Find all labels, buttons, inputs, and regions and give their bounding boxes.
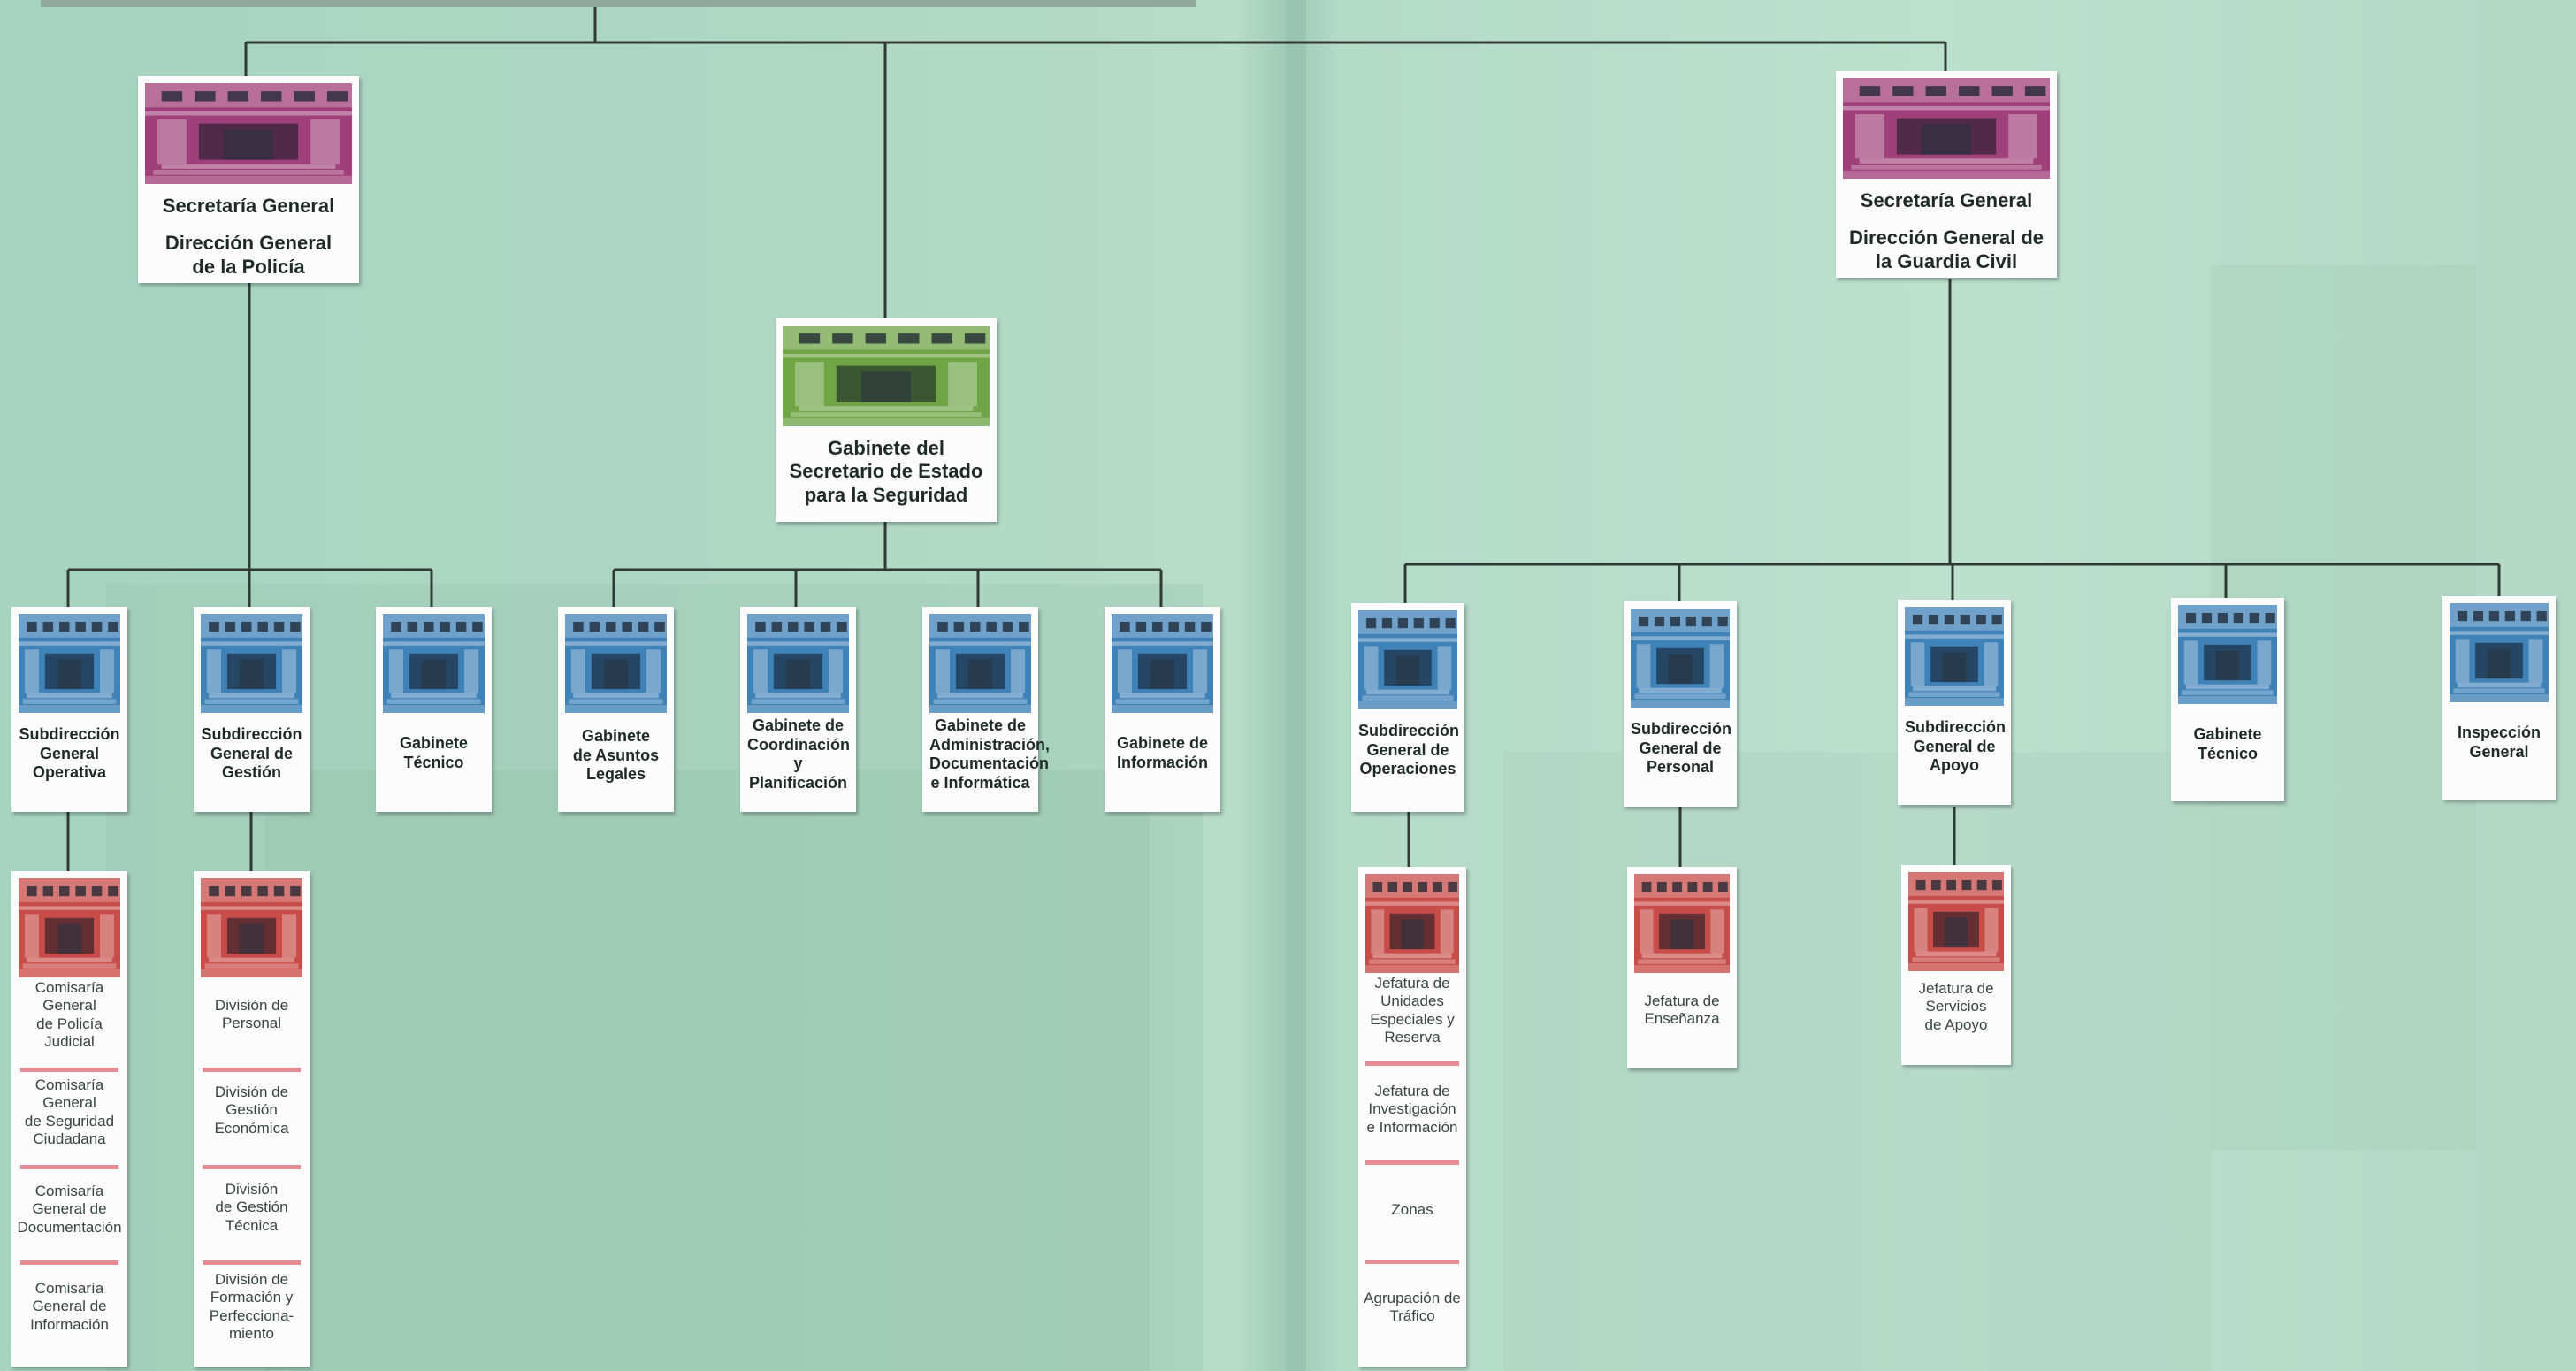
- top-header-bar: [41, 0, 1196, 7]
- building-photo-icon: [1631, 609, 1730, 708]
- building-photo-icon: [783, 326, 990, 426]
- separator: [203, 1068, 301, 1072]
- building-photo-icon: [19, 878, 120, 977]
- zonas: Zonas: [1391, 1201, 1433, 1218]
- building-photo-icon: [201, 878, 302, 977]
- building-photo-icon: [1112, 614, 1213, 713]
- building-photo-icon: [2450, 603, 2549, 702]
- separator: [20, 1068, 118, 1072]
- building-photo-icon: [929, 614, 1031, 713]
- building-photo-icon: [383, 614, 485, 713]
- building-photo-icon: [1908, 872, 2004, 971]
- building-photo-icon: [747, 614, 849, 713]
- separator: [1365, 1061, 1459, 1066]
- separator: [1365, 1260, 1459, 1264]
- building-photo-icon: [1365, 874, 1459, 973]
- building-photo-icon: [1843, 78, 2050, 179]
- building-photo-icon: [565, 614, 667, 713]
- separator: [203, 1165, 301, 1169]
- separator: [20, 1260, 118, 1265]
- building-photo-icon: [1905, 607, 2004, 706]
- building-photo-icon: [19, 614, 120, 713]
- separator: [20, 1165, 118, 1169]
- separator: [203, 1260, 301, 1265]
- separator: [1365, 1160, 1459, 1165]
- building-photo-icon: [1634, 874, 1730, 973]
- building-photo-icon: [145, 83, 352, 184]
- building-photo-icon: [201, 614, 302, 713]
- building-photo-icon: [2178, 605, 2277, 704]
- building-photo-icon: [1358, 610, 1457, 709]
